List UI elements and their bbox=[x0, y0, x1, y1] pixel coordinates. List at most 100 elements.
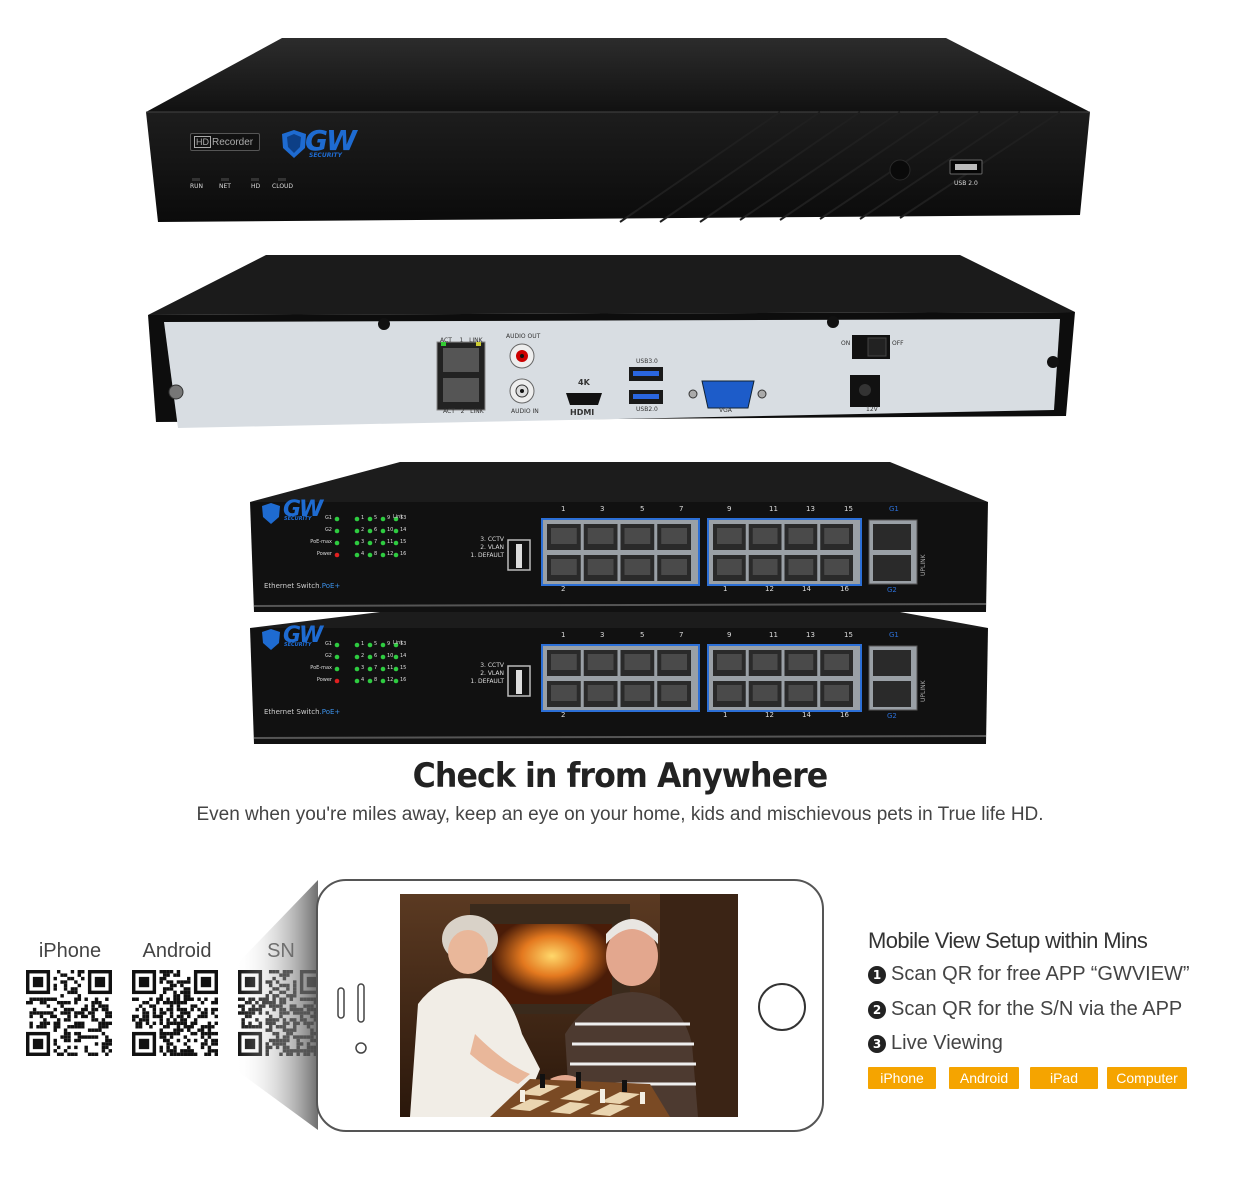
port-number-bottom: 2 bbox=[561, 711, 566, 719]
step-number-icon: 3 bbox=[868, 1034, 886, 1053]
port-number-top: 7 bbox=[679, 505, 684, 513]
switch-led-num: 7 bbox=[374, 665, 378, 671]
switch-footer-label: Ethernet Switch.PoE+ bbox=[264, 708, 341, 716]
port-number-top: 1 bbox=[561, 631, 566, 639]
switch-led-label: G2 bbox=[324, 527, 332, 533]
live-view-photo bbox=[400, 894, 738, 1117]
port-number-top: 13 bbox=[806, 505, 815, 513]
port-number-bottom: 14 bbox=[802, 711, 811, 719]
switch-led-num: 11 bbox=[387, 665, 394, 671]
switch-led-num: 10 bbox=[387, 653, 394, 659]
switch-led-num: 12 bbox=[387, 677, 394, 683]
hdmi-4k-label: 4K bbox=[578, 378, 590, 387]
page-subline: Even when you're miles away, keep an eye… bbox=[196, 804, 1044, 825]
port-number-top: 15 bbox=[844, 505, 853, 513]
switch-led-num: 2 bbox=[361, 653, 365, 659]
hdmi-label: HDMI bbox=[570, 408, 595, 417]
platform-badge-iphone[interactable]: iPhone bbox=[868, 1067, 936, 1089]
port-number-top: 9 bbox=[727, 631, 732, 639]
platform-badge-ipad[interactable]: iPad bbox=[1030, 1067, 1098, 1089]
audio-out-label: AUDIO OUT bbox=[506, 333, 541, 340]
port-number-top: 1 bbox=[561, 505, 566, 513]
qr-code-android[interactable] bbox=[132, 970, 218, 1056]
switch-led-label: G1 bbox=[324, 515, 332, 521]
page-headline: Check in from Anywhere bbox=[412, 756, 829, 796]
lan-bottom-label: ACT 2 LINK bbox=[443, 408, 484, 415]
switch-led-num: 1 bbox=[361, 641, 365, 647]
switch-led-num: 5 bbox=[374, 515, 378, 521]
switch-brand-sub: SECURITY bbox=[284, 642, 312, 648]
nvr-rear-body bbox=[148, 255, 1075, 428]
switch-brand-logo: GW bbox=[283, 623, 323, 648]
uplink-g2-label: G2 bbox=[887, 586, 897, 594]
switch-mode-label: 2. VLAN bbox=[480, 670, 504, 677]
power-12v-label: 12V bbox=[866, 406, 878, 413]
switch-brand-logo: GW bbox=[283, 497, 323, 522]
led-net-label: NET bbox=[219, 183, 231, 190]
port-number-top: 13 bbox=[806, 631, 815, 639]
switch-led-num: 9 bbox=[387, 641, 391, 647]
port-number-top: 7 bbox=[679, 631, 684, 639]
switch-led-num: 2 bbox=[361, 527, 365, 533]
switch-led-num: 6 bbox=[374, 653, 378, 659]
switch-led-num: 8 bbox=[374, 677, 378, 683]
phone-speaker-icon bbox=[337, 983, 367, 1054]
switch-led-num: 7 bbox=[374, 539, 378, 545]
led-run-label: RUN bbox=[190, 183, 204, 190]
switch-led-label: G1 bbox=[324, 641, 332, 647]
switch-link-label: Link bbox=[393, 514, 404, 520]
switch-led-num: 4 bbox=[361, 551, 365, 557]
switch-led-label: G2 bbox=[324, 653, 332, 659]
switch-body bbox=[250, 462, 988, 612]
led-hd-label: HD bbox=[251, 183, 261, 190]
qr-code-iphone[interactable] bbox=[26, 970, 112, 1056]
switch-led-label: PoE-max bbox=[310, 665, 332, 671]
live-view-screen bbox=[400, 894, 738, 1117]
home-button-icon[interactable] bbox=[756, 981, 808, 1033]
port-number-top: 5 bbox=[640, 631, 645, 639]
audio-in-label: AUDIO IN bbox=[511, 408, 539, 415]
switch-led-num: 1 bbox=[361, 515, 365, 521]
port-number-bottom: 12 bbox=[765, 711, 774, 719]
qr-label-android: Android bbox=[142, 940, 212, 962]
phone-shadow bbox=[236, 880, 318, 1130]
switch-led-num: 3 bbox=[361, 665, 365, 671]
switch-mode-label: 1. DEFAULT bbox=[470, 552, 504, 559]
brand-logo: GW bbox=[305, 124, 357, 157]
switch-mode-label: 1. DEFAULT bbox=[470, 678, 504, 685]
switch-led-label: PoE-max bbox=[310, 539, 332, 545]
switch-led-label: Power bbox=[316, 677, 332, 683]
port-number-top: 11 bbox=[769, 505, 778, 513]
step-number-icon: 1 bbox=[868, 965, 886, 984]
nvr-front-body bbox=[146, 38, 1090, 223]
uplink-g1-label: G1 bbox=[889, 631, 899, 639]
brand-logo-sub: SECURITY bbox=[309, 152, 342, 159]
switch-led-num: 16 bbox=[400, 551, 407, 557]
nvr-rear-view: ACT 1 LINK ACT 2 LINK AUDIO OUT AUDIO IN… bbox=[0, 240, 1240, 440]
switch-mode-label: 3. CCTV bbox=[480, 536, 504, 543]
switch-led-num: 4 bbox=[361, 677, 365, 683]
usb-front-label: USB 2.0 bbox=[954, 180, 978, 187]
uplink-label: UPLINK bbox=[920, 554, 927, 576]
switch-off-label: OFF bbox=[892, 340, 904, 347]
port-number-bottom: 16 bbox=[840, 711, 849, 719]
lan-top-label: ACT 1 LINK bbox=[440, 337, 483, 344]
switch-led-label: Power bbox=[316, 551, 332, 557]
shield-logo-icon bbox=[262, 629, 280, 650]
setup-title: Mobile View Setup within Mins bbox=[868, 928, 1148, 953]
port-number-top: 3 bbox=[600, 505, 605, 513]
switch-led-num: 3 bbox=[361, 539, 365, 545]
led-cloud-label: CLOUD bbox=[272, 183, 294, 190]
port-number-top: 5 bbox=[640, 505, 645, 513]
shield-logo-icon bbox=[262, 503, 280, 524]
platform-badge-computer[interactable]: Computer bbox=[1107, 1067, 1187, 1089]
switch-led-num: 11 bbox=[387, 539, 394, 545]
vga-label: VGA bbox=[719, 407, 732, 414]
step-number-icon: 2 bbox=[868, 1000, 886, 1019]
platform-badge-android[interactable]: Android bbox=[949, 1067, 1019, 1089]
port-number-top: 9 bbox=[727, 505, 732, 513]
